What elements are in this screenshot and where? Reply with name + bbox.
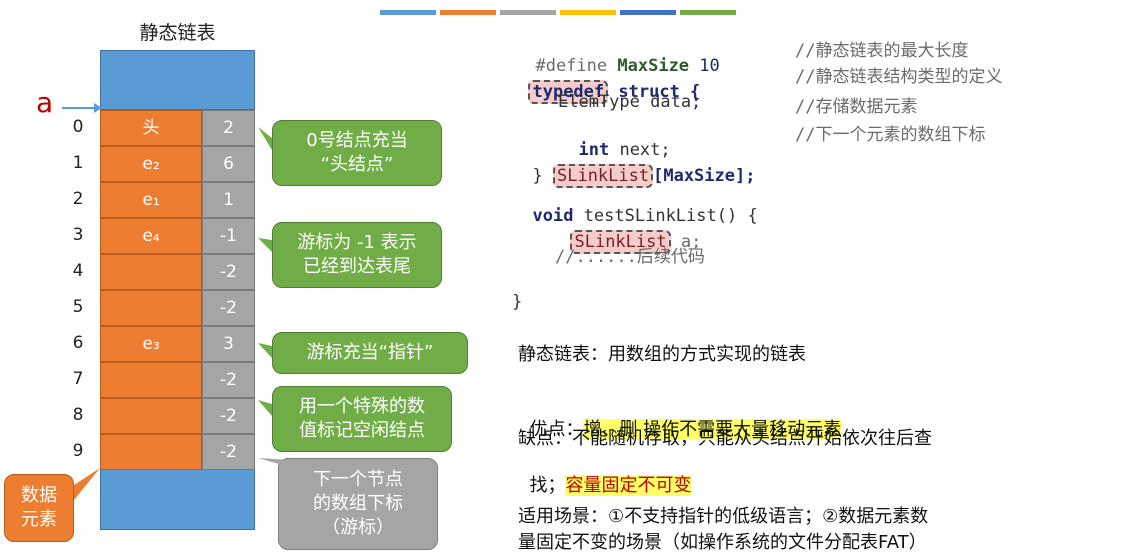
array-row: -2 [100, 398, 255, 434]
note-cons-line-2: 找；容量固定不可变 [529, 475, 692, 496]
code-comment-1: //静态链表的最大长度 [795, 41, 969, 61]
row-data-value: 头 [100, 110, 202, 146]
code-comment-4: //下一个元素的数组下标 [795, 125, 986, 145]
array-row: -2 [100, 254, 255, 290]
code-line-9: } [512, 292, 523, 312]
callout-data-element: 数据 元素 [4, 474, 74, 542]
array-top-block [100, 50, 255, 110]
array-row: -2 [100, 434, 255, 470]
callout-head-node: 0号结点充当 “头结点” [272, 120, 442, 186]
row-data-value [100, 398, 202, 434]
row-data-value [100, 362, 202, 398]
code-line-3: ElemType data; [558, 92, 702, 112]
row-index: 5 [72, 297, 84, 317]
array-row: -2 [100, 290, 255, 326]
row-cursor-value: 1 [202, 182, 255, 218]
code-line-1: #define MaxSize 10 [535, 56, 720, 76]
callout-next-index: 下一个节点 的数组下标 （游标） [278, 458, 438, 550]
pointer-a-arrow [62, 103, 102, 113]
row-cursor-value: -2 [202, 362, 255, 398]
row-data-value [100, 290, 202, 326]
code-line-8: //......后续代码 [555, 247, 705, 267]
code-line-2: typedef struct { [508, 62, 700, 104]
row-cursor-value: -1 [202, 218, 255, 254]
row-data-value [100, 254, 202, 290]
row-index: 3 [72, 225, 84, 245]
row-cursor-value: -2 [202, 254, 255, 290]
row-data-value: e₂ [100, 146, 202, 182]
row-cursor-value: 3 [202, 326, 255, 362]
row-index: 8 [72, 405, 84, 425]
top-bar-segment [380, 10, 436, 15]
note-cons-line-1: 缺点：不能随机存取，只能从头结点开始依次往后查 [518, 428, 932, 449]
row-index: 2 [72, 189, 84, 209]
note-definition: 静态链表：用数组的方式实现的链表 [518, 344, 806, 365]
row-data-value: e₁ [100, 182, 202, 218]
row-data-value: e₃ [100, 326, 202, 362]
code-line-4: int next; [578, 140, 671, 160]
top-bar-segment [440, 10, 496, 15]
row-cursor-value: -2 [202, 398, 255, 434]
row-index: 1 [72, 153, 84, 173]
code-line-7: SLinkList a; [550, 212, 701, 254]
row-index: 0 [72, 117, 84, 137]
note-use-line-2: 量固定不变的场景（如操作系统的文件分配表FAT） [518, 532, 927, 553]
note-use-line-1: 适用场景：①不支持指针的低级语言；②数据元素数 [518, 506, 929, 527]
row-index: 6 [72, 333, 84, 353]
callout-free-node: 用一个特殊的数 值标记空闲结点 [272, 386, 452, 452]
pointer-a-label: a [36, 86, 54, 119]
row-cursor-value: 2 [202, 110, 255, 146]
top-bar-segment [500, 10, 556, 15]
row-cursor-value: -2 [202, 290, 255, 326]
note-pros: 优点：增、删 操作不需要大量移动元素 [529, 419, 842, 440]
top-bar-segment [560, 10, 616, 15]
top-bar-segment [680, 10, 736, 15]
row-cursor-value: 6 [202, 146, 255, 182]
code-line-6: void testSLinkList() { [532, 206, 758, 226]
code-line-5: } SLinkList[MaxSize]; [532, 164, 756, 188]
row-cursor-value: -2 [202, 434, 255, 470]
code-comment-3: //存储数据元素 [795, 97, 918, 117]
callout-cursor-pointer: 游标充当“指针” [272, 332, 468, 374]
row-data-value [100, 434, 202, 470]
callout-tails [74, 127, 300, 500]
row-index: 4 [72, 261, 84, 281]
callout-tail-marker: 游标为 -1 表示 已经到达表尾 [272, 222, 442, 288]
row-index: 9 [72, 441, 84, 461]
array-row: e₄-1 [100, 218, 255, 254]
row-data-value: e₄ [100, 218, 202, 254]
array-row: -2 [100, 362, 255, 398]
code-comment-2: //静态链表结构类型的定义 [795, 67, 1003, 87]
diagram-title: 静态链表 [139, 22, 216, 44]
top-bar-segment [620, 10, 676, 15]
row-index: 7 [72, 369, 84, 389]
